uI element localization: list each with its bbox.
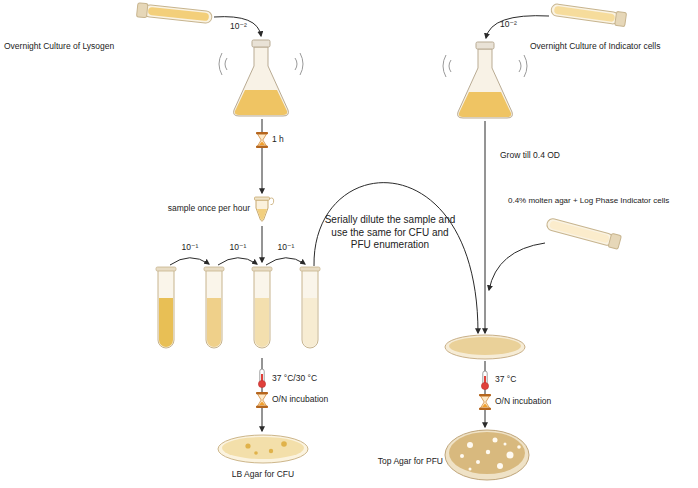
lysogen-flask — [219, 40, 303, 116]
culture-label: Overnight Culture of Indicator cells — [530, 41, 660, 52]
dilution-factor: 10⁻¹ — [278, 242, 295, 253]
plaque — [507, 452, 514, 459]
dilution-tube — [252, 267, 272, 348]
agar-surface — [222, 437, 304, 459]
hourglass-icon — [256, 132, 268, 148]
colony — [269, 449, 273, 453]
hourglass-icon — [256, 392, 268, 408]
colony — [281, 441, 287, 447]
dilution-tube — [300, 267, 320, 348]
culture-label: Overnight Culture of Lysogen — [4, 41, 114, 52]
indicator-flask — [443, 42, 527, 118]
lysogen-culture-tube — [136, 3, 212, 25]
plaque — [469, 468, 472, 471]
plaque — [460, 454, 464, 458]
dilution-tube — [204, 267, 224, 348]
plaque — [467, 442, 473, 448]
plaque — [504, 443, 507, 446]
sampling-arrow — [262, 119, 263, 193]
transfer-arrow — [214, 17, 261, 36]
hourglass-icon — [479, 394, 491, 410]
pouring-arrow — [489, 243, 545, 290]
temperature-label: 37 °C/30 °C — [272, 373, 317, 384]
indicator-culture-tube — [550, 2, 626, 26]
dilution-arrow — [262, 226, 263, 262]
plaque — [497, 463, 503, 469]
dilution-factor: 10⁻² — [500, 19, 517, 30]
plate-label: Top Agar for PFU — [378, 456, 443, 467]
colony — [254, 451, 258, 455]
lb-agar-plate — [218, 435, 308, 463]
step-label: Grow till 0.4 OD — [500, 150, 560, 161]
transfer-arrow — [314, 183, 478, 333]
plaque — [476, 460, 480, 464]
dilution-factor: 10⁻² — [230, 21, 247, 32]
temperature-label: 37 °C — [495, 374, 516, 385]
agar-surface — [449, 337, 521, 355]
plate-label: LB Agar for CFU — [232, 469, 294, 480]
pouring-arrow — [485, 121, 486, 333]
plaque — [486, 450, 490, 454]
bacterial-lawn — [449, 432, 525, 474]
dilution-tube — [156, 267, 176, 348]
serial-transfer-arrow — [170, 258, 209, 265]
poured-plate — [445, 335, 525, 359]
plaque — [493, 438, 498, 443]
molten-agar-tube — [545, 216, 621, 249]
incubation-label: O/N incubation — [272, 394, 328, 405]
step-label: 0.4% molten agar + Log Phase Indicator c… — [508, 196, 669, 206]
serial-transfer-arrow — [266, 258, 305, 265]
plaque — [517, 445, 521, 449]
serial-transfer-arrow — [218, 258, 257, 265]
thermometer-icon — [258, 369, 265, 388]
step-note: Serially dilute the sample and use the s… — [322, 214, 458, 252]
time-label: 1 h — [272, 134, 284, 145]
dilution-factor: 10⁻¹ — [182, 242, 199, 253]
thermometer-icon — [481, 371, 488, 390]
step-label: sample once per hour — [168, 203, 250, 214]
colony — [245, 443, 250, 448]
sample-tube — [255, 197, 274, 221]
dilution-factor: 10⁻¹ — [230, 242, 247, 253]
transfer-arrow — [486, 16, 549, 38]
top-agar-plate — [445, 430, 529, 480]
incubation-label: O/N incubation — [495, 396, 551, 407]
